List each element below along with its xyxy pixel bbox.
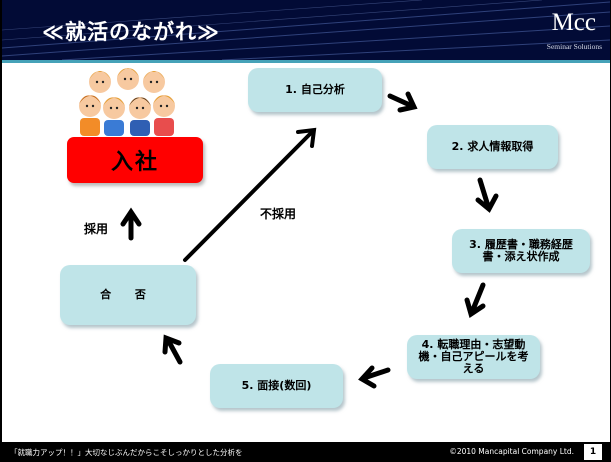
header-underline [2, 60, 610, 63]
step-motivation: 4. 転職理由・志望動機・自己アピールを考える [407, 335, 540, 379]
result-box: 合 否 [60, 265, 196, 325]
step-resume: 3. 履歴書・職務経歴書・添え状作成 [452, 229, 590, 273]
footer-tagline: 「就職力アップ！！」大切なじぶんだからこそしっかりとした分析を [10, 448, 243, 457]
arrow-right-down-icon [387, 91, 418, 113]
page-number: 1 [584, 444, 602, 460]
step-self-analysis: 1. 自己分析 [248, 68, 382, 112]
brand-logo: Mcc [551, 9, 596, 36]
header-decoration [2, 0, 610, 60]
arrow-up-icon [120, 207, 142, 241]
footer-bar: 「就職力アップ！！」大切なじぶんだからこそしっかりとした分析を ©2010 Ma… [2, 442, 610, 462]
brand-subtitle: Seminar Solutions [546, 42, 602, 51]
arrow-down-icon [475, 177, 499, 213]
arrow-left-icon [358, 365, 391, 389]
page-title: ≪就活のながれ≫ [42, 20, 220, 44]
arrow-down-left-icon [464, 282, 486, 318]
hire-label: 採用 [84, 222, 109, 236]
join-company-box: 入社 [67, 137, 203, 183]
arrow-diagonal-icon [183, 127, 317, 262]
header-band: ≪就活のながれ≫ Mcc Seminar Solutions [2, 0, 610, 60]
people-illustration-icon [79, 68, 175, 136]
step-interview: 5. 面接(数回) [210, 364, 343, 408]
flow-arrows [120, 91, 499, 389]
step-job-info: 2. 求人情報取得 [427, 125, 558, 169]
arrow-up-left-icon [162, 334, 183, 365]
no-hire-label: 不採用 [260, 207, 297, 221]
footer-copyright: ©2010 Mancapital Company Ltd. [449, 447, 574, 456]
